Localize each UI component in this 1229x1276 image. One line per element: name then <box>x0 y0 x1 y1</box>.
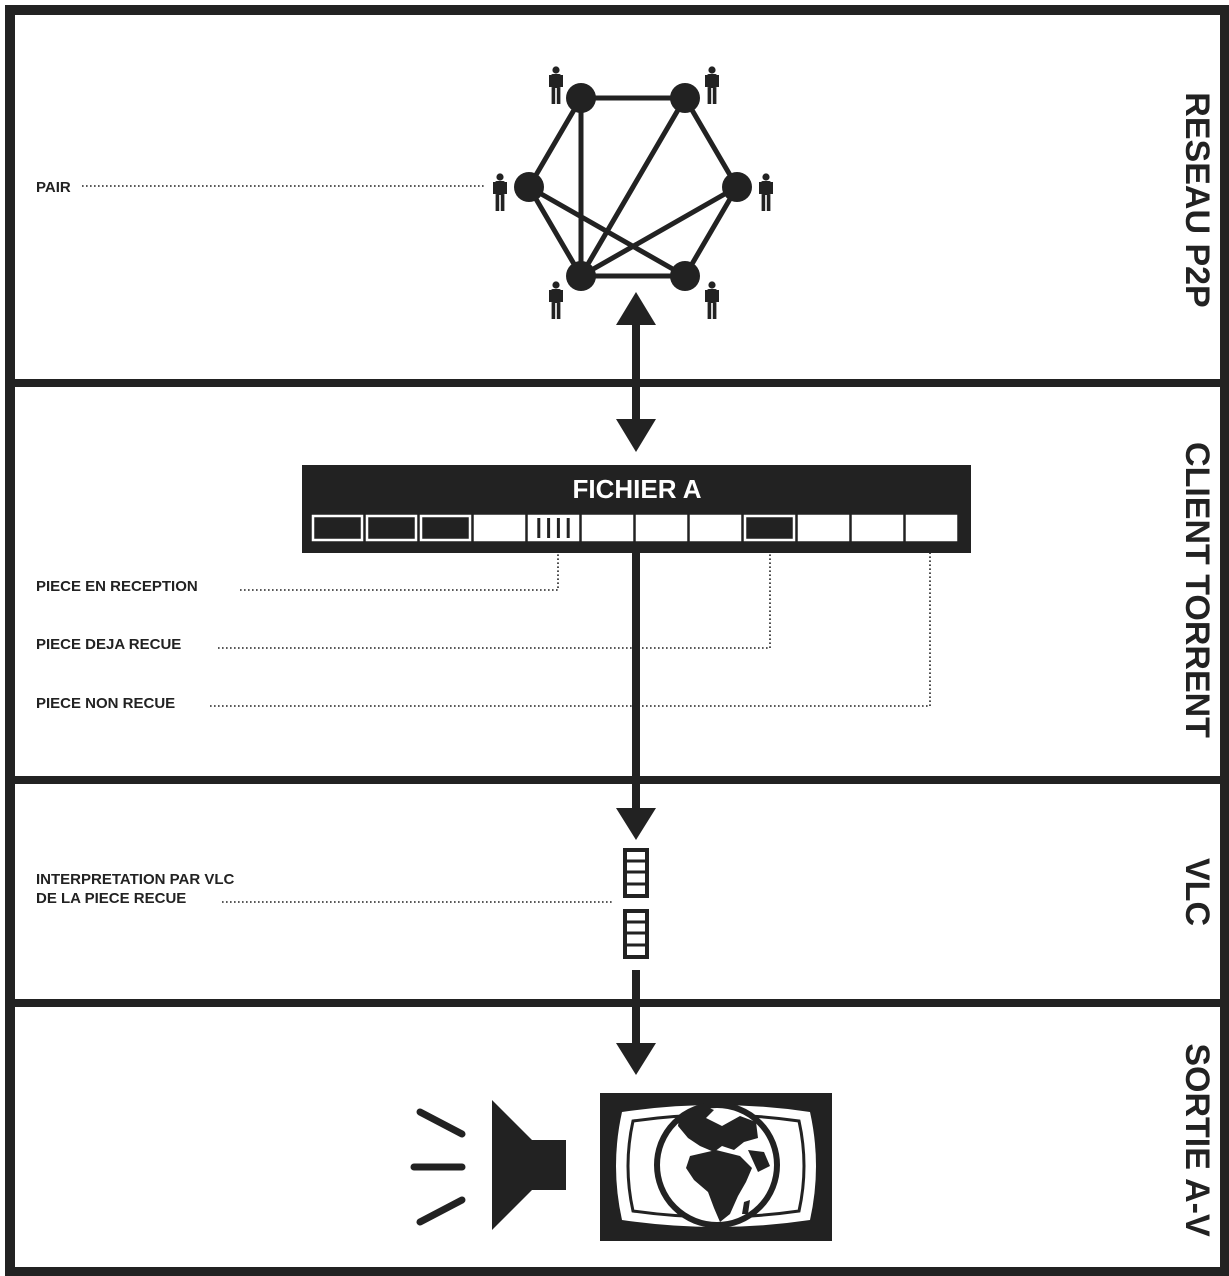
file-piece-empty <box>581 514 634 542</box>
file-pieces <box>311 514 958 542</box>
section-title-p2p: RESEAU P2P <box>1178 92 1216 307</box>
file-title: FICHIER A <box>572 474 701 504</box>
peer-label: PAIR <box>36 179 71 196</box>
double-arrow-p2p-client <box>616 292 656 452</box>
legend-piece-not-received: PIECE NON RECUE <box>36 695 175 712</box>
vlc-label-line1: INTERPRETATION PAR VLC <box>36 871 235 888</box>
file-piece-empty <box>689 514 742 542</box>
file-piece-received <box>743 514 796 542</box>
vlc-label-line2: DE LA PIECE RECUE <box>36 890 186 907</box>
leader-piece-received <box>218 552 771 649</box>
globe-icon <box>654 1102 780 1228</box>
file-piece-empty <box>635 514 688 542</box>
file-piece-receiving <box>527 514 580 542</box>
legend-piece-received: PIECE DEJA RECUE <box>36 636 181 653</box>
peer-network <box>526 95 740 279</box>
file-box: FICHIER A <box>302 465 971 553</box>
speaker-icon <box>492 1100 566 1230</box>
file-piece-empty <box>851 514 904 542</box>
section-title-vlc: VLC <box>1178 858 1216 926</box>
vlc-piece-icons <box>623 848 649 959</box>
leader-piece-not-received <box>210 552 931 707</box>
file-piece-empty <box>905 514 958 542</box>
file-piece-received <box>419 514 472 542</box>
file-piece-received <box>365 514 418 542</box>
file-piece-received <box>311 514 364 542</box>
outer-frame <box>5 5 1229 1276</box>
file-piece-empty <box>473 514 526 542</box>
leader-piece-receiving <box>240 552 559 591</box>
section-title-output: SORTIE A-V <box>1178 1043 1216 1237</box>
peer-nodes <box>514 83 752 291</box>
sound-waves-icon <box>410 1108 466 1226</box>
arrow-down-vlc <box>616 808 656 840</box>
arrow-down-output <box>616 1043 656 1075</box>
file-piece-empty <box>797 514 850 542</box>
legend-piece-receiving: PIECE EN RECEPTION <box>36 578 198 595</box>
section-title-client: CLIENT TORRENT <box>1178 442 1216 738</box>
